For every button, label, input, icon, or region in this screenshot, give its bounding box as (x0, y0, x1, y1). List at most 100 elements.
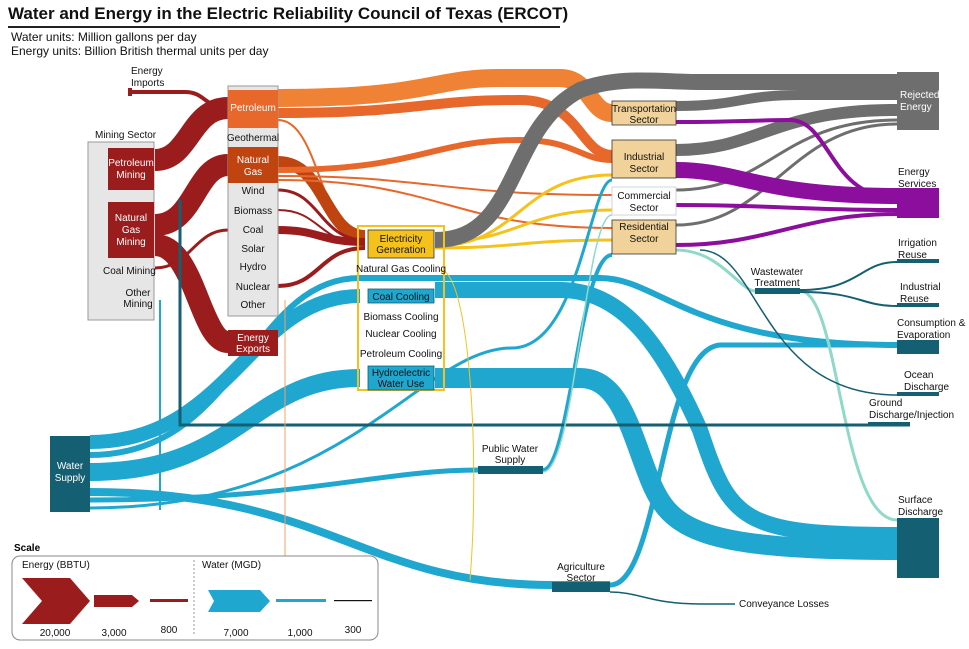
flow-natgas-residential (277, 179, 613, 229)
other-label: Other (240, 300, 266, 311)
natural-gas-mining-label-3: Mining (116, 237, 145, 248)
petroleum-mining-node (108, 148, 154, 190)
coal-label: Coal (243, 225, 264, 236)
flow-residential-services (675, 212, 898, 247)
industrial-label-1: Industrial (624, 152, 665, 163)
scale-water-value-3: 300 (345, 625, 362, 636)
flow-nuclear-electricity (277, 246, 366, 288)
ground-discharge-label-1: Ground (869, 398, 902, 409)
hydroelectric-node (367, 365, 435, 391)
natural-gas-label-2: Gas (244, 167, 262, 178)
energy-exports-label-2: Exports (236, 344, 270, 355)
flow-wastewater-industrial-reuse (799, 291, 898, 307)
ocean-discharge-bar (897, 392, 939, 396)
flow-industrial-services (675, 162, 898, 204)
residential-label-1: Residential (619, 222, 668, 233)
industrial-label-2: Sector (630, 164, 660, 175)
scale-water-value-1: 7,000 (223, 628, 248, 639)
flow-ngas-mining-natural-gas (153, 154, 230, 236)
water-flows (89, 178, 910, 605)
water-supply-label-2: Supply (55, 473, 86, 484)
flow-petroleum-industrial (277, 94, 613, 160)
natural-gas-mining-label-1: Natural (115, 213, 147, 224)
water-supply-node (50, 436, 90, 512)
electricity-generation-node (367, 229, 435, 259)
irrigation-reuse-label-1: Irrigation (898, 238, 937, 249)
other-mining-label-2: Mining (123, 299, 152, 310)
scale-energy-value-2: 3,000 (101, 628, 126, 639)
flow-agriculture-consumption (609, 342, 897, 588)
wastewater-node (755, 288, 800, 294)
flow-water-public (89, 467, 479, 503)
flow-natgas-electricity (277, 156, 366, 242)
electricity-generation-label-2: Generation (376, 245, 425, 256)
hydroelectric-label-2: Water Use (378, 379, 425, 390)
irrigation-reuse-label-2: Reuse (898, 250, 927, 261)
flow-conveyance-losses (609, 591, 735, 605)
biomass-label: Biomass (234, 206, 272, 217)
water-supply-label-1: Water (57, 461, 84, 472)
flow-thin-orange-1 (284, 300, 311, 586)
petroleum-mining-label-2: Mining (116, 170, 145, 181)
flow-water-industrial (89, 178, 613, 510)
flow-natgas-industrial (277, 136, 613, 173)
residential-label-2: Sector (630, 234, 660, 245)
agriculture-label-1: Agriculture (557, 562, 605, 573)
scale-energy-arrow-large (22, 578, 90, 624)
energy-flows (130, 69, 898, 353)
industrial-reuse-label-1: Industrial (900, 282, 941, 293)
mining-sector-label: Mining Sector (95, 130, 157, 141)
energy-exports-label-1: Energy (237, 333, 269, 344)
scale-legend: Scale Energy (BBTU) Water (MGD) 20,000 3… (11, 543, 379, 641)
industrial-reuse-bar (897, 303, 939, 307)
scale-energy-value-3: 800 (161, 625, 178, 636)
conveyance-losses-label: Conveyance Losses (739, 599, 829, 610)
petroleum-label: Petroleum (230, 103, 276, 114)
electricity-generation-label-1: Electricity (380, 234, 423, 245)
flow-petroleum-electricity (277, 119, 366, 239)
flow-transport-services (675, 117, 898, 200)
flow-natgas-commercial (277, 175, 613, 196)
consumption-node (897, 340, 939, 354)
scale-box (11, 555, 379, 641)
flow-wastewater-surface (799, 289, 898, 522)
rejected-energy-label-1: Rejected (900, 90, 939, 101)
flow-mining-exports (153, 234, 231, 353)
flow-ground-discharge (178, 200, 910, 427)
natural-gas-mining-node (108, 202, 154, 258)
coal-mining-label: Coal Mining (103, 266, 156, 277)
ocean-discharge-label-1: Ocean (904, 370, 933, 381)
agriculture-label-2: Sector (567, 573, 597, 584)
petroleum-cooling-label: Petroleum Cooling (360, 349, 442, 360)
residential-node (611, 219, 677, 255)
wastewater-label-1: Wastewater (751, 267, 804, 278)
coal-cooling-node (367, 288, 435, 304)
energy-imports-label-2: Imports (131, 78, 164, 89)
commercial-label-1: Commercial (617, 191, 670, 202)
petroleum-mining-label-1: Petroleum (108, 158, 154, 169)
flow-hydro-surface (435, 368, 898, 560)
flow-petroleum-mining-petroleum (153, 97, 230, 171)
coal-cooling-label: Coal Cooling (372, 292, 429, 303)
surface-discharge-label-2: Discharge (898, 507, 943, 518)
scale-water-arrow-large (208, 590, 270, 612)
flow-wastewater-irrigation (799, 261, 898, 291)
consumption-label-1: Consumption & (897, 318, 966, 329)
energy-imports-label-1: Energy (131, 66, 163, 77)
transportation-label-2: Sector (630, 115, 660, 126)
transportation-label-1: Transportation (612, 104, 676, 115)
public-water-node (478, 466, 543, 474)
energy-services-label-2: Services (898, 179, 936, 190)
hydroelectric-label-1: Hydroelectric (372, 368, 430, 379)
nuclear-cooling-label: Nuclear Cooling (365, 329, 436, 340)
rejected-energy-node (897, 72, 939, 130)
energy-services-node (897, 188, 939, 218)
surface-discharge-node (897, 518, 939, 578)
geothermal-label: Geothermal (227, 133, 279, 144)
nuclear-label: Nuclear (236, 282, 271, 293)
energy-exports-node (228, 330, 278, 356)
water-units-note: Water units: Million gallons per day (11, 30, 197, 44)
industrial-node (611, 139, 677, 179)
flow-biomass-electricity (277, 209, 366, 245)
